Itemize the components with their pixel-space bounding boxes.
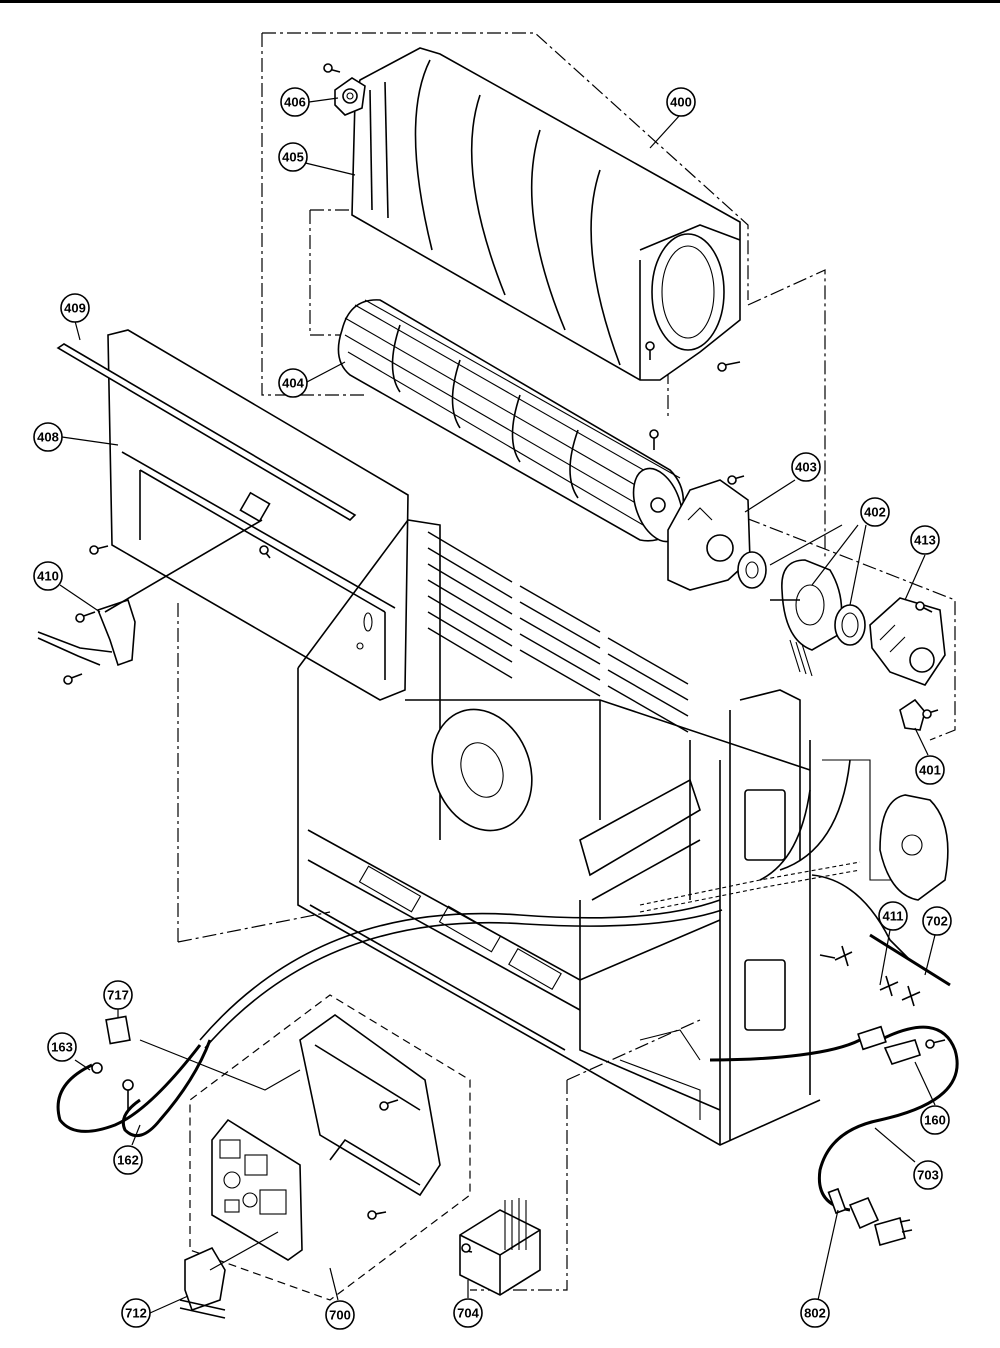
svg-text:401: 401: [919, 763, 941, 778]
leader-lines: [59, 97, 936, 1314]
svg-text:413: 413: [914, 533, 936, 548]
motor-mount-403[interactable]: [667, 475, 751, 591]
svg-text:163: 163: [51, 1040, 73, 1055]
callout-401[interactable]: 401: [915, 755, 945, 785]
svg-text:403: 403: [795, 460, 817, 475]
front-panel-408[interactable]: [107, 329, 409, 701]
svg-text:400: 400: [670, 95, 692, 110]
svg-text:704: 704: [457, 1306, 479, 1321]
svg-text:700: 700: [329, 1308, 351, 1323]
cabinet-grille: [358, 531, 689, 991]
svg-text:410: 410: [37, 569, 59, 584]
callout-403[interactable]: 403: [791, 452, 821, 482]
svg-text:702: 702: [926, 914, 948, 929]
svg-text:411: 411: [883, 909, 904, 924]
svg-text:406: 406: [284, 95, 306, 110]
callout-405[interactable]: 405: [278, 142, 308, 172]
svg-text:717: 717: [107, 988, 129, 1003]
motor-clamp-413[interactable]: [869, 597, 946, 686]
fan-housing-405[interactable]: [351, 47, 741, 381]
callout-703[interactable]: 703: [913, 1160, 943, 1190]
sensor-bracket-410[interactable]: [37, 519, 263, 667]
clamps-411[interactable]: [834, 945, 921, 1007]
callout-702[interactable]: 702: [922, 906, 952, 936]
bearing-mount-406[interactable]: [334, 77, 366, 116]
callout-402[interactable]: 402: [860, 497, 890, 527]
callout-802[interactable]: 802: [800, 1298, 830, 1328]
transformer-704[interactable]: [459, 1198, 541, 1296]
callout-411[interactable]: 411: [878, 901, 908, 931]
control-box-700[interactable]: [189, 994, 471, 1301]
panel-screws: [63, 545, 271, 685]
callout-409[interactable]: 409: [60, 293, 90, 323]
callout-704[interactable]: 704: [453, 1298, 483, 1328]
callout-404[interactable]: 404: [278, 368, 308, 398]
svg-text:703: 703: [917, 1168, 939, 1183]
callout-700[interactable]: 700: [325, 1300, 355, 1330]
callout-717[interactable]: 717: [103, 980, 133, 1010]
callout-410[interactable]: 410: [33, 561, 63, 591]
probe-702[interactable]: [819, 933, 951, 987]
cable-162[interactable]: [121, 1039, 212, 1138]
callout-400[interactable]: 400: [666, 87, 696, 117]
svg-text:409: 409: [64, 301, 86, 316]
connector-717[interactable]: [91, 1015, 134, 1110]
svg-text:712: 712: [125, 1306, 147, 1321]
svg-text:404: 404: [282, 376, 304, 391]
terminal-712[interactable]: [179, 1246, 226, 1319]
bracket-160[interactable]: [883, 1039, 946, 1065]
svg-text:405: 405: [282, 150, 304, 165]
svg-text:402: 402: [864, 505, 886, 520]
callout-163[interactable]: 163: [47, 1032, 77, 1062]
seal-strip-409[interactable]: [56, 343, 357, 522]
plug-802[interactable]: [827, 1187, 913, 1246]
callout-160[interactable]: 160: [920, 1105, 950, 1135]
svg-text:162: 162: [117, 1153, 139, 1168]
svg-text:160: 160: [924, 1113, 946, 1128]
callout-406[interactable]: 406: [280, 87, 310, 117]
callout-712[interactable]: 712: [121, 1298, 151, 1328]
callout-413[interactable]: 413: [910, 525, 940, 555]
drain-cover: [879, 794, 949, 901]
fan-motor-402[interactable]: [737, 551, 866, 677]
callout-408[interactable]: 408: [33, 422, 63, 452]
bracket-401[interactable]: [899, 698, 939, 731]
svg-text:802: 802: [804, 1306, 826, 1321]
main-cabinet: [297, 519, 821, 1146]
callout-162[interactable]: 162: [113, 1145, 143, 1175]
wiring-harness: [199, 759, 911, 1049]
cable-163[interactable]: [56, 1044, 202, 1133]
top-rule: [0, 0, 1000, 3]
power-cord-703[interactable]: [709, 1025, 959, 1212]
svg-text:408: 408: [37, 430, 59, 445]
